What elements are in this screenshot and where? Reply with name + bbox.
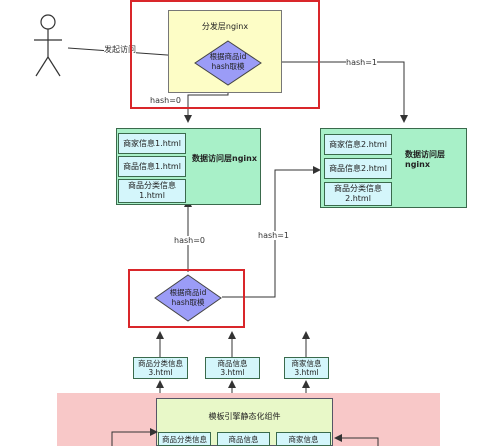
- layer2-file-1: 商家信息2.html: [324, 134, 392, 155]
- edge-label-hash1-bottom: hash=1: [258, 231, 290, 240]
- data-layer-2-title: 数据访问层nginx: [405, 150, 445, 169]
- actor-icon: [34, 14, 62, 77]
- edge-label-hash0-bottom: hash=0: [174, 236, 206, 245]
- lower-diamond: [154, 274, 222, 322]
- generated-file-3: 商家信息3.html: [284, 357, 329, 379]
- template-engine-title: 模板引擎静态化组件: [208, 412, 281, 421]
- template-file-3: 商家信息: [276, 432, 331, 446]
- data-layer-1-title: 数据访问层nginx: [192, 154, 258, 163]
- distribution-diamond: [194, 40, 262, 86]
- edge-label-hash0-top: hash=0: [150, 96, 182, 105]
- template-file-2: 商品信息: [217, 432, 270, 446]
- left-input-arrow: [111, 428, 158, 446]
- lower-highlight: [128, 269, 245, 328]
- layer1-file-2: 商品信息1.html: [118, 156, 186, 177]
- layer1-file-3: 商品分类信息1.html: [118, 179, 186, 203]
- lower-decision-text: 根据商品id hash取模: [169, 288, 207, 307]
- distribution-decision-text: 根据商品id hash取模: [209, 52, 247, 71]
- layer2-file-2: 商品信息2.html: [324, 158, 392, 179]
- layer2-file-3: 商品分类信息2.html: [324, 182, 392, 206]
- distribution-title: 分发层nginx: [201, 22, 249, 31]
- right-input-arrow: [334, 434, 379, 446]
- generated-file-1: 商品分类信息3.html: [133, 357, 188, 379]
- template-file-1: 商品分类信息: [158, 432, 211, 446]
- edge-label-hash1-top: hash=1: [346, 58, 378, 67]
- edge-dist-to-layer2: [262, 61, 408, 123]
- actor-action-label: 发起访问: [104, 44, 136, 55]
- generated-file-2: 商品信息3.html: [205, 357, 260, 379]
- layer1-file-1: 商家信息1.html: [118, 133, 186, 154]
- distribution-highlight: [130, 0, 320, 109]
